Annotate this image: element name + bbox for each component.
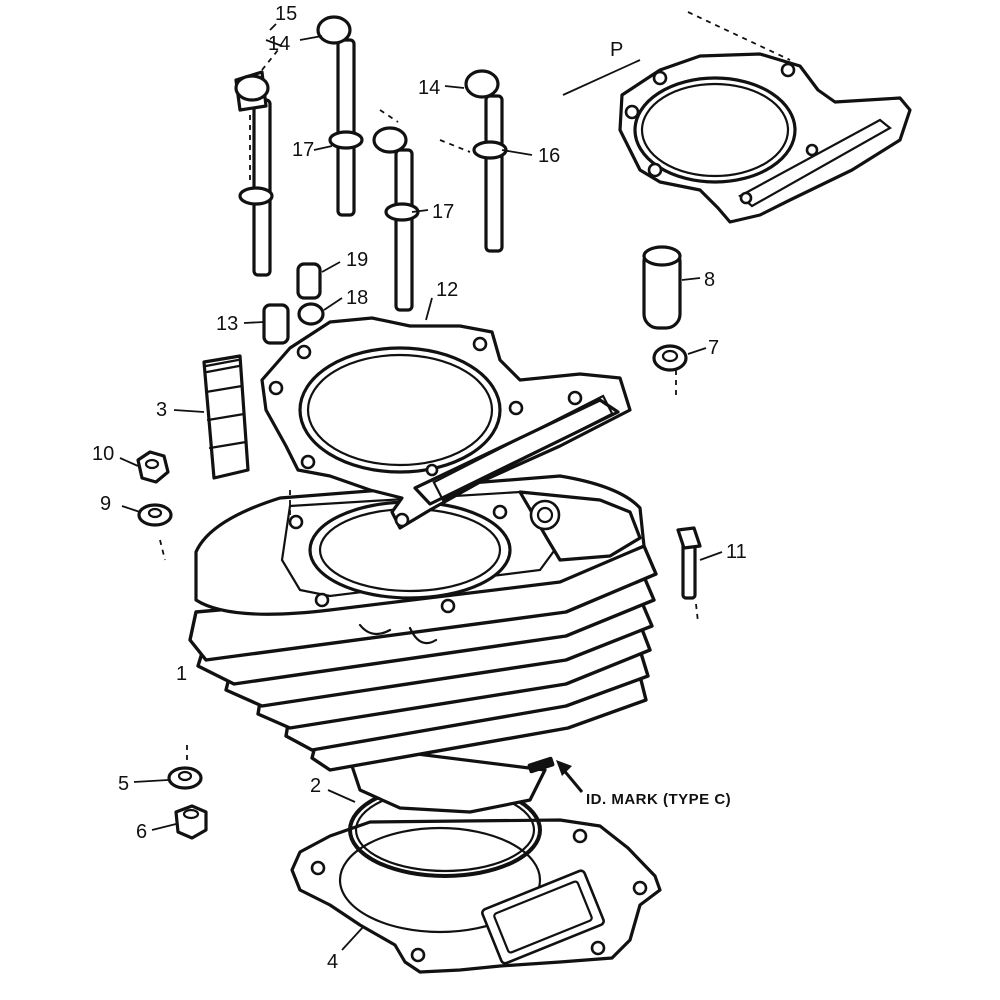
callout-17-left: 17 — [292, 139, 314, 161]
nut-6 — [174, 804, 208, 840]
bolt-left — [234, 70, 274, 277]
callout-13: 13 — [216, 313, 238, 335]
bolt-center-left — [316, 15, 364, 217]
callout-2: 2 — [310, 775, 321, 797]
washer-5 — [167, 766, 203, 790]
callout-6: 6 — [136, 821, 147, 843]
cylinder-block — [188, 474, 658, 814]
bolt-center-right — [372, 126, 420, 312]
callout-12: 12 — [436, 279, 458, 301]
callout-14-right: 14 — [418, 77, 440, 99]
callout-5: 5 — [118, 773, 129, 795]
callout-15: 15 — [275, 3, 297, 25]
dowel-pin-8 — [642, 245, 682, 330]
bolt-right — [464, 69, 508, 253]
callout-14-left: 14 — [268, 33, 290, 55]
callout-11: 11 — [726, 541, 747, 563]
callout-7: 7 — [708, 337, 719, 359]
callout-17-right: 17 — [432, 201, 454, 223]
leader-lines — [119, 11, 791, 951]
detail-gasket-p — [618, 52, 912, 224]
washer-9 — [137, 503, 173, 527]
callout-1: 1 — [176, 663, 187, 685]
callout-p: P — [610, 39, 623, 61]
id-mark-label: ID. MARK (TYPE C) — [586, 791, 731, 808]
dowel-pin-13 — [262, 303, 290, 345]
callout-3: 3 — [156, 399, 167, 421]
stud-bolt-3 — [202, 354, 250, 480]
callout-8: 8 — [704, 269, 715, 291]
o-ring-7 — [652, 344, 688, 372]
callout-10: 10 — [92, 443, 114, 465]
base-gasket — [290, 818, 662, 974]
cylinder-head-gasket — [260, 316, 632, 530]
callout-4: 4 — [327, 951, 338, 973]
dowel-pin-19 — [296, 262, 322, 300]
callout-19: 19 — [346, 249, 368, 271]
callout-16: 16 — [538, 145, 560, 167]
bolt-11 — [676, 526, 702, 600]
callout-18: 18 — [346, 287, 368, 309]
nut-10 — [136, 450, 170, 484]
callout-numbers: 15 14 14 17 17 16 19 18 12 13 8 7 3 10 9… — [92, 3, 747, 973]
callout-9: 9 — [100, 493, 111, 515]
seal-18 — [297, 302, 325, 326]
